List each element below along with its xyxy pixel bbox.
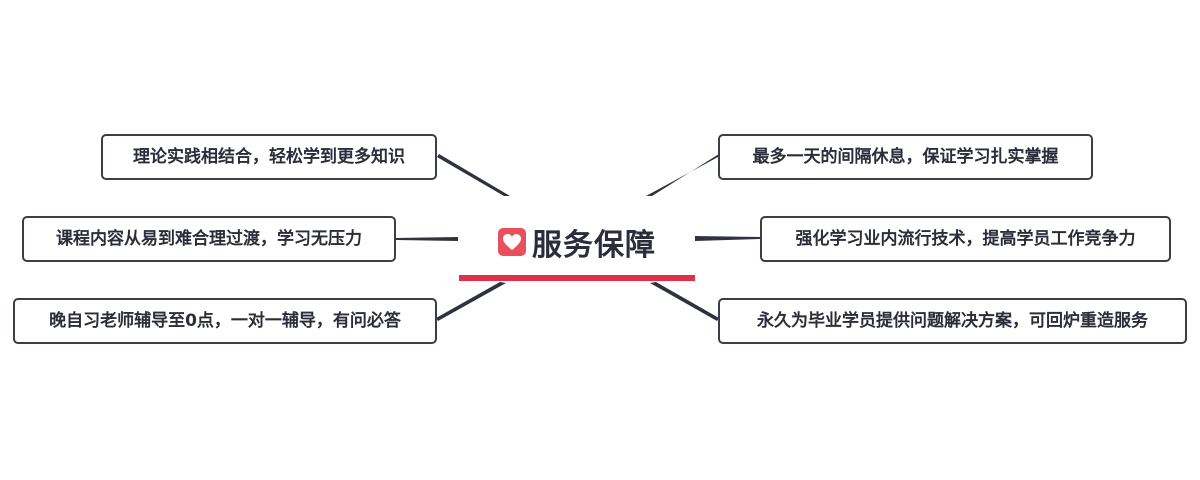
heart-icon (498, 228, 526, 256)
topic-node[interactable]: 最多一天的间隔休息，保证学习扎实掌握 (718, 134, 1093, 180)
topic-label: 晚自习老师辅导至0点，一对一辅导，有问必答 (49, 311, 401, 331)
connector-right-1 (646, 154, 719, 196)
topic-label: 强化学习业内流行技术，提高学员工作竞争力 (795, 229, 1136, 249)
central-topic[interactable]: 服务保障 (459, 212, 695, 281)
central-topic-underline (459, 275, 695, 281)
topic-node[interactable]: 晚自习老师辅导至0点，一对一辅导，有问必答 (13, 298, 437, 344)
connector-left-1 (437, 154, 510, 196)
central-topic-label: 服务保障 (532, 228, 656, 263)
topic-node[interactable]: 强化学习业内流行技术，提高学员工作竞争力 (760, 216, 1171, 262)
topic-label: 课程内容从易到难合理过渡，学习无压力 (56, 229, 362, 249)
connector-right-2 (695, 236, 760, 241)
topic-node[interactable]: 理论实践相结合，轻松学到更多知识 (101, 134, 437, 180)
topic-label: 最多一天的间隔休息，保证学习扎实掌握 (752, 147, 1059, 167)
topic-label: 永久为毕业学员提供问题解决方案，可回炉重造服务 (757, 311, 1148, 331)
topic-node[interactable]: 永久为毕业学员提供问题解决方案，可回炉重造服务 (718, 298, 1187, 344)
connector-right-3 (650, 282, 719, 321)
topic-node[interactable]: 课程内容从易到难合理过渡，学习无压力 (22, 216, 396, 262)
connector-left-3 (436, 282, 506, 321)
topic-label: 理论实践相结合，轻松学到更多知识 (133, 147, 405, 167)
central-topic-title: 服务保障 (459, 216, 695, 268)
connector-left-2 (396, 237, 458, 241)
